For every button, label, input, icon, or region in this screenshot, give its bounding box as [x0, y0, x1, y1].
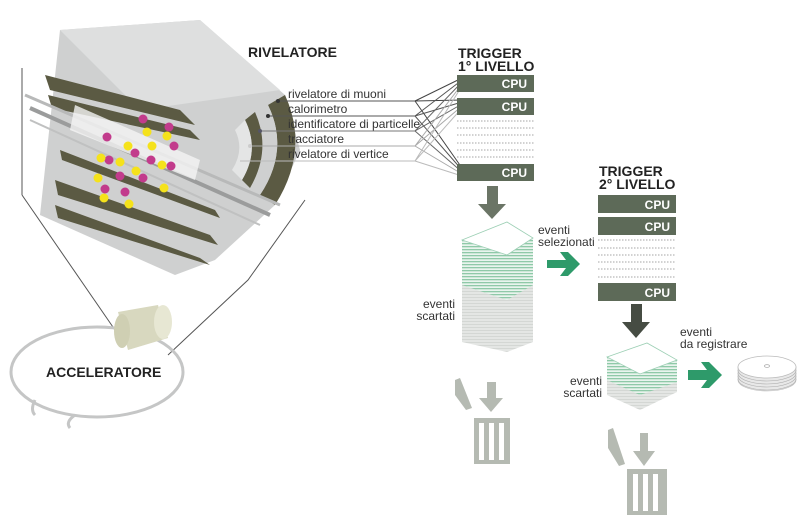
down-arrow-icon	[622, 304, 650, 338]
event-stack-1	[460, 221, 534, 352]
trigger1-connections	[414, 77, 463, 177]
trigger1-cpu-1: CPU	[457, 75, 534, 92]
svg-text:CPU: CPU	[645, 220, 670, 234]
svg-text:CPU: CPU	[502, 100, 527, 114]
svg-text:CPU: CPU	[502, 166, 527, 180]
record-label-line2: da registrare	[680, 337, 748, 351]
down-arrow-icon	[478, 186, 506, 219]
accelerator-title: ACCELERATORE	[46, 364, 161, 380]
svg-text:CPU: CPU	[502, 77, 527, 91]
trigger2-cpu-1: CPU	[598, 195, 676, 213]
accelerator-ring	[9, 325, 185, 429]
layer-label-tracker: tracciatore	[288, 132, 344, 146]
accelerator-magnet	[114, 305, 172, 350]
trigger2-cpu-2: CPU	[598, 217, 676, 235]
trigger1-cpu-2: CPU	[457, 98, 534, 115]
selected-label-line2: selezionati	[538, 235, 595, 249]
selected-label-line1: eventi	[538, 223, 570, 237]
right-arrow-icon	[688, 362, 722, 388]
trigger1-title-line2: 1° LIVELLO	[458, 58, 534, 74]
right-arrow-icon	[547, 252, 580, 276]
svg-text:CPU: CPU	[645, 286, 670, 300]
trash-icon	[608, 428, 667, 515]
storage-disk-icon	[737, 355, 797, 392]
record-label-line1: eventi	[680, 325, 712, 339]
trigger1-cpu-3: CPU	[457, 164, 534, 181]
trash-icon	[455, 378, 510, 464]
layer-label-muon: rivelatore di muoni	[288, 87, 386, 101]
trigger2-cpu-3: CPU	[598, 283, 676, 301]
detector-layer-labels: rivelatore di muoni calorimetro identifi…	[240, 87, 420, 162]
layer-label-vertex: rivelatore di vertice	[288, 147, 389, 161]
trigger2-title-line1: TRIGGER	[599, 163, 663, 179]
trigger1-title-line1: TRIGGER	[458, 45, 522, 61]
discarded2-label-line1: eventi	[570, 374, 602, 388]
discarded1-label-line1: eventi	[423, 297, 455, 311]
particle-hits	[93, 114, 179, 209]
guide-line	[21, 194, 116, 331]
discarded1-label-line2: scartati	[416, 309, 455, 323]
trigger2-dotted-rows	[598, 239, 676, 278]
trigger1-dotted-rows	[457, 120, 534, 158]
svg-text:CPU: CPU	[645, 198, 670, 212]
event-stack-2	[605, 342, 678, 410]
detector-title: RIVELATORE	[248, 44, 337, 60]
guide-line	[167, 199, 306, 356]
layer-label-calorimeter: calorimetro	[288, 102, 348, 116]
discarded2-label-line2: scartati	[563, 386, 602, 400]
trigger2-title-line2: 2° LIVELLO	[599, 176, 675, 192]
layer-label-particle-id: identificatore di particelle	[288, 117, 420, 131]
